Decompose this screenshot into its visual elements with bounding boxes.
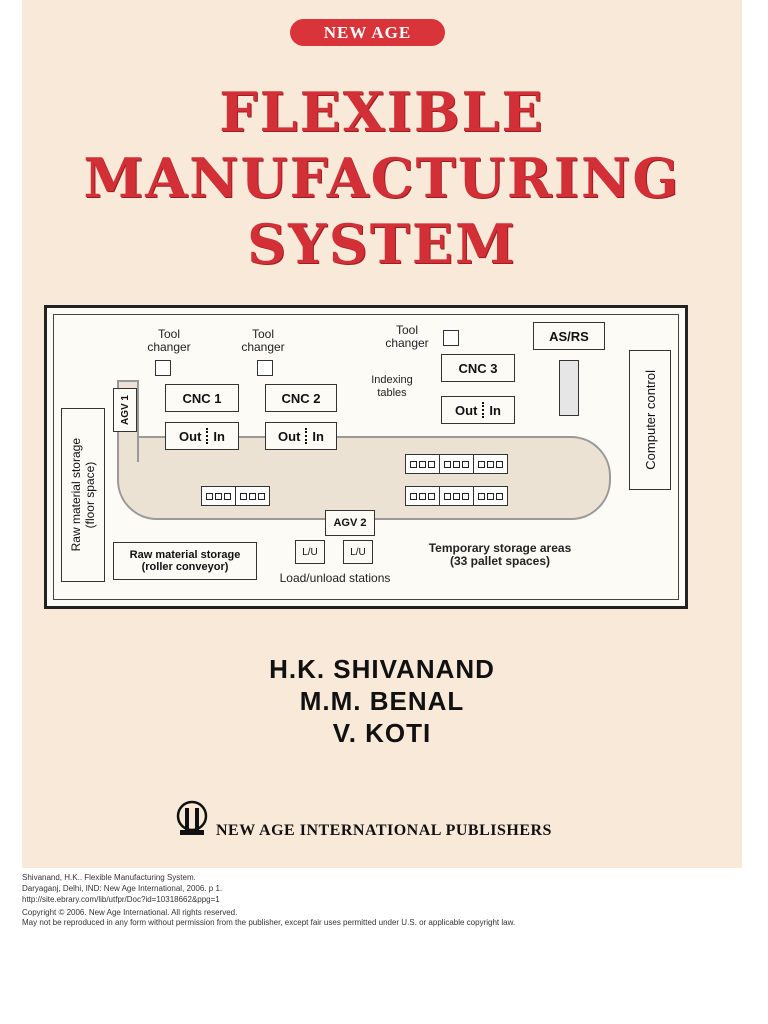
agv-track (117, 436, 611, 520)
agv-1-label: AGV 1 (119, 394, 131, 425)
pallet-row-bottom (405, 486, 508, 506)
load-unload-station-2: L/U (343, 540, 373, 564)
citation-line-3: http://site.ebrary.com/lib/utfpr/Doc?id=… (22, 895, 220, 904)
in-label: In (489, 402, 501, 418)
cnc-2-out-in: Out In (265, 422, 337, 450)
computer-control-label: Computer control (642, 370, 658, 470)
author-2: M.M. BENAL (299, 686, 465, 716)
lu-label: L/U (350, 546, 366, 558)
asrs-label: AS/RS (549, 328, 589, 344)
in-label: In (213, 428, 225, 444)
tool-changer-label-1: Tool changer (147, 327, 191, 354)
pallet-row-left (201, 486, 270, 506)
cnc-2-label: CNC 2 (281, 390, 321, 406)
publisher-name: NEW AGE INTERNATIONAL PUBLISHERS (216, 822, 552, 839)
raw-material-floor: Raw material storage (floor space) (61, 408, 105, 582)
fms-diagram: Tool changer Tool changer Tool changer A… (44, 305, 688, 609)
tool-changer-label-3: Tool changer (385, 323, 429, 350)
agv-1: AGV 1 (113, 388, 137, 432)
in-label: In (312, 428, 324, 444)
tool-changer-label-2: Tool changer (241, 327, 285, 354)
author-3: V. KOTI (332, 718, 432, 748)
publisher-logo-icon (176, 800, 208, 835)
out-label: Out (179, 428, 202, 444)
pallet-row-top (405, 454, 508, 474)
computer-control: Computer control (629, 350, 671, 490)
temporary-storage-label: Temporary storage areas (33 pallet space… (428, 541, 572, 568)
raw-material-roller-label: Raw material storage (roller conveyor) (129, 549, 241, 573)
agv-2: AGV 2 (325, 510, 375, 536)
title-line-3: SYSTEM (247, 212, 517, 276)
cnc-1: CNC 1 (165, 384, 239, 412)
cnc-1-label: CNC 1 (182, 390, 222, 406)
load-unload-station-1: L/U (295, 540, 325, 564)
out-label: Out (455, 402, 478, 418)
asrs: AS/RS (533, 322, 605, 350)
citation-line-1: Shivanand, H.K.. Flexible Manufacturing … (22, 873, 196, 882)
title-line-2: MANUFACTURING (83, 146, 681, 210)
tool-changer-1 (155, 360, 171, 376)
tool-changer-2 (257, 360, 273, 376)
agv-2-label: AGV 2 (333, 517, 367, 529)
citation-line-2: Daryaganj, Delhi, IND: New Age Internati… (22, 884, 223, 893)
asrs-rack (559, 360, 579, 416)
indexing-tables-label: Indexing tables (371, 374, 413, 399)
cnc-1-out-in: Out In (165, 422, 239, 450)
load-unload-label: Load/unload stations (279, 571, 391, 585)
out-label: Out (278, 428, 301, 444)
raw-material-roller: Raw material storage (roller conveyor) (113, 542, 257, 580)
tool-changer-3 (443, 330, 459, 346)
cnc-3-label: CNC 3 (458, 360, 498, 376)
author-1: H.K. SHIVANAND (269, 654, 495, 684)
pallet-cell (440, 487, 474, 505)
pallet-cell (474, 487, 507, 505)
pallet-cell (236, 487, 269, 505)
publisher-badge: NEW AGE (290, 19, 445, 46)
title-line-1: FLEXIBLE (219, 80, 545, 144)
pallet-cell (202, 487, 236, 505)
reproduction-notice: May not be reproduced in any form withou… (22, 918, 516, 927)
cnc-3-out-in: Out In (441, 396, 515, 424)
cnc-3: CNC 3 (441, 354, 515, 382)
copyright-line: Copyright © 2006. New Age International.… (22, 908, 238, 917)
pallet-cell (440, 455, 474, 473)
pallet-cell (406, 487, 440, 505)
cnc-2: CNC 2 (265, 384, 337, 412)
diagram-inner-border (53, 314, 679, 600)
pallet-cell (474, 455, 507, 473)
lu-label: L/U (302, 546, 318, 558)
pallet-cell (406, 455, 440, 473)
raw-material-floor-label: Raw material storage (floor space) (69, 438, 97, 552)
